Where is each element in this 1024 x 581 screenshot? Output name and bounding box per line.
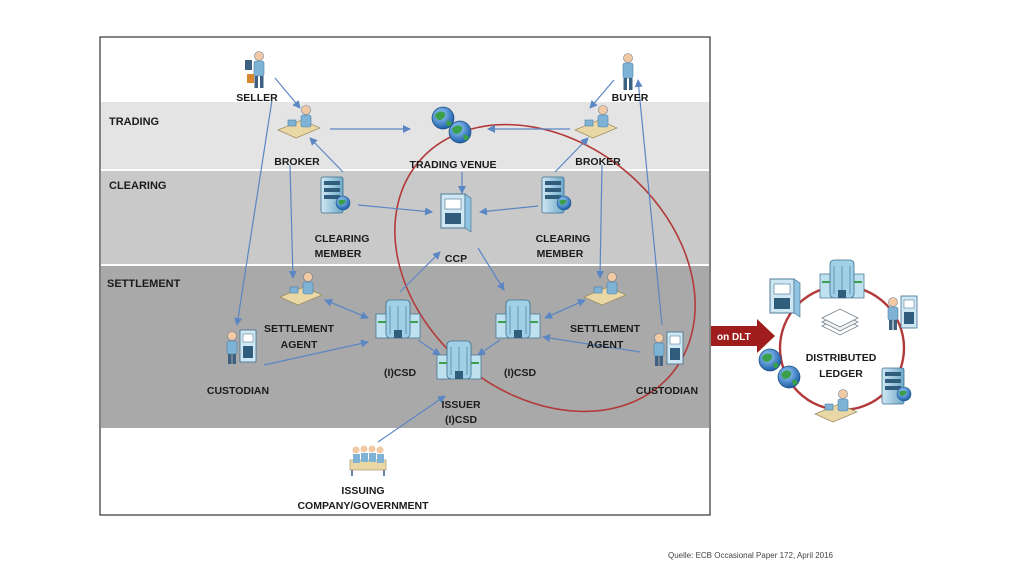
label-ccp: CCP — [445, 253, 467, 265]
band-label-trading: TRADING — [109, 116, 159, 128]
arrow-icsd-issuer-left — [417, 339, 441, 356]
ledger-server-icon — [881, 367, 912, 405]
label-buyer: BUYER — [612, 92, 649, 104]
label-settlement-agent-right-2: AGENT — [587, 339, 624, 351]
custodian-left-icon — [226, 329, 257, 365]
label-distributed-ledger-2: LEDGER — [819, 368, 863, 380]
label-clearing-member-left-1: CLEARING — [315, 233, 370, 245]
arrow-custodian-icsd-left — [263, 339, 369, 366]
label-issuer-icsd-1: ISSUER — [441, 399, 481, 411]
label-issuing-company-2: COMPANY/GOVERNMENT — [297, 500, 429, 512]
arrow-clearing-member-broker-right — [554, 137, 589, 173]
source-citation: Quelle: ECB Occasional Paper 172, April … — [668, 551, 833, 560]
label-settlement-agent-right-1: SETTLEMENT — [570, 323, 641, 335]
label-icsd-left: (I)CSD — [384, 367, 416, 379]
on-dlt-callout: on DLT — [711, 319, 775, 353]
arrow-agent-icsd-right-b — [544, 299, 586, 319]
connector-arrows — [234, 77, 663, 443]
arrow-broker-settlement-agent-right — [596, 164, 605, 279]
band-label-clearing: CLEARING — [109, 180, 166, 192]
label-seller: SELLER — [236, 92, 278, 104]
band-label-settlement: SETTLEMENT — [107, 278, 181, 290]
label-clearing-member-right-1: CLEARING — [536, 233, 591, 245]
label-trading-venue: TRADING VENUE — [410, 159, 497, 171]
label-issuing-company-1: ISSUING — [341, 485, 384, 497]
ledger-globes-icon — [758, 348, 801, 389]
seller-icon — [245, 51, 265, 89]
label-clearing-member-left-2: MEMBER — [315, 248, 362, 260]
label-issuer-icsd-2: (I)CSD — [445, 414, 477, 426]
arrow-seller-custodian — [234, 99, 273, 326]
label-broker-left: BROKER — [274, 156, 320, 168]
distributed-ledger: DISTRIBUTED LEDGER — [758, 259, 918, 423]
arrow-agent-icsd-left-b — [324, 299, 369, 319]
label-icsd-right: (I)CSD — [504, 367, 536, 379]
arrow-broker-settlement-agent-left — [288, 164, 297, 279]
band-clearing — [101, 170, 709, 265]
label-clearing-member-right-2: MEMBER — [537, 248, 584, 260]
ledger-building-icon — [819, 259, 865, 299]
label-settlement-agent-left-2: AGENT — [281, 339, 318, 351]
ledger-ccp-icon — [769, 278, 801, 318]
documents-icon — [821, 308, 859, 336]
label-distributed-ledger-1: DISTRIBUTED — [806, 352, 877, 364]
custodian-right-icon — [653, 331, 684, 367]
label-settlement-agent-left-1: SETTLEMENT — [264, 323, 335, 335]
label-custodian-left: CUSTODIAN — [207, 385, 269, 397]
ccp-icon — [440, 193, 472, 233]
arrow-custodian-buyer — [634, 79, 663, 326]
arrow-icsd-issuer-right — [477, 339, 501, 356]
arrow-seller-broker — [274, 77, 301, 109]
arrow-icsd-ccp — [399, 251, 441, 293]
arrow-clearing-member-ccp-right — [479, 205, 539, 216]
arrow-buyer-broker — [589, 79, 615, 109]
label-broker-right: BROKER — [575, 156, 621, 168]
band-trading — [101, 102, 709, 170]
arrow-clearing-member-broker-left — [309, 137, 344, 173]
label-custodian-right: CUSTODIAN — [636, 385, 698, 397]
on-dlt-arrow — [711, 319, 775, 353]
arrow-ccp-icsd — [477, 247, 505, 291]
arrow-custodian-icsd-right — [542, 334, 641, 353]
on-dlt-label: on DLT — [717, 332, 751, 343]
arrow-issuing-company-issuer — [377, 395, 446, 443]
ledger-custodian-icon — [887, 295, 918, 331]
arrow-clearing-member-ccp-left — [357, 204, 433, 216]
